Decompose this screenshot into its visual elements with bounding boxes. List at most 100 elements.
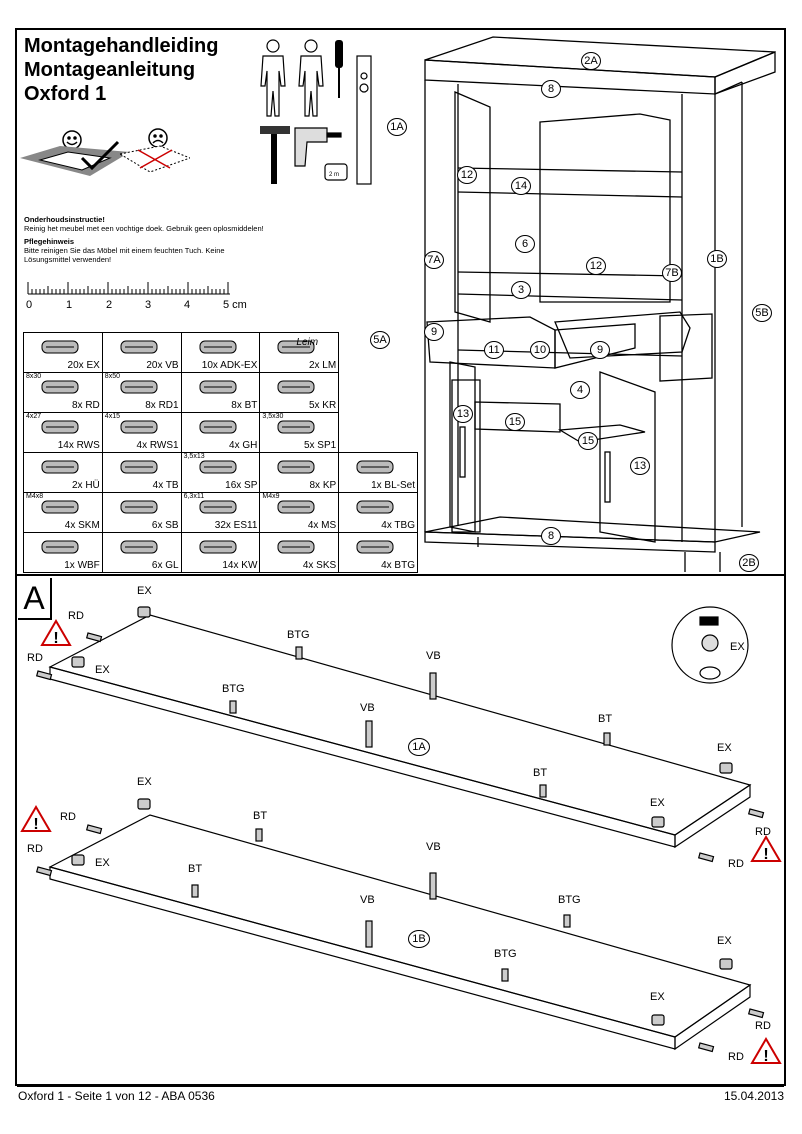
- part-cell: 20x EX: [23, 332, 103, 373]
- part-cell: 1x WBF: [23, 532, 103, 573]
- blinds-set-icon: [356, 460, 394, 474]
- cabinet-overview-drawing: [424, 36, 776, 572]
- glide-rail-icon: [120, 540, 158, 554]
- cam-lock-icon: [41, 340, 79, 354]
- part-count: 4x SKM: [64, 520, 100, 531]
- part-spec: 8x50: [104, 373, 120, 380]
- part-count: 8x BT: [231, 400, 258, 411]
- part-count: 4x BTG: [381, 560, 415, 571]
- fitting-label: EX: [137, 585, 152, 597]
- step-letter: A: [18, 578, 52, 620]
- callout-c15_a: 15: [505, 413, 525, 431]
- metric-screw-icon: [277, 500, 315, 514]
- callout-c8_bot: 8: [541, 527, 561, 545]
- glass-holder-icon: [199, 420, 237, 434]
- callout-c4: 4: [570, 381, 590, 399]
- title-line-model: Oxford 1: [24, 83, 107, 105]
- shelf-pin-icon: [199, 380, 237, 394]
- part-count: 1x WBF: [64, 560, 100, 571]
- short-screw-icon: [120, 420, 158, 434]
- footer-rule: [17, 1086, 784, 1087]
- part-count: 14x KW: [222, 560, 258, 571]
- fitting-label: VB: [360, 894, 375, 906]
- part-count: 1x BL-Set: [371, 480, 415, 491]
- part-count: 20x VB: [146, 360, 179, 371]
- callout-c1a: 1A: [387, 118, 407, 136]
- title-line-nl: Montagehandleiding: [24, 35, 219, 57]
- part-cell: M4x9 4x MS: [259, 492, 340, 533]
- part-count: 2x HÜ: [72, 480, 100, 491]
- screwdriver-icon: [335, 40, 343, 98]
- part-spec: 3,5x13: [183, 453, 205, 460]
- fitting-label: BT: [253, 810, 268, 822]
- part-count: 4x MS: [307, 520, 337, 531]
- callout-c9_b: 9: [590, 341, 610, 359]
- fitting-label: RD: [68, 610, 84, 622]
- callout-c9_a: 9: [424, 323, 444, 341]
- person-icon: [260, 39, 286, 117]
- part-cell: 8x KP: [259, 452, 340, 493]
- sleeve-icon: [41, 460, 79, 474]
- part-cell: 4x TBG: [338, 492, 418, 533]
- callout-c10: 10: [530, 341, 550, 359]
- ex-detail-icon: [671, 606, 749, 684]
- svg-text:!: !: [53, 630, 58, 647]
- ruler-label-5: 5 cm: [223, 299, 247, 311]
- part-cell: 5x KR: [259, 372, 340, 413]
- panel-1b: [48, 814, 752, 1038]
- fitting-label: RD: [27, 652, 43, 664]
- callout-c12_b: 12: [586, 257, 606, 275]
- glue-tube-icon: [277, 340, 315, 354]
- fitting-label: RD: [755, 1020, 771, 1032]
- callout-c5b: 5B: [752, 304, 772, 322]
- care-text-de-2: Lösungsmittel verwenden!: [24, 255, 112, 264]
- fitting-label: EX: [717, 935, 732, 947]
- part-cell: 6x SB: [101, 492, 182, 533]
- fitting-label: BT: [188, 863, 203, 875]
- part-spec: M4x9: [262, 493, 280, 500]
- fitting-label: EX: [95, 664, 110, 676]
- drawer-runner-icon: [277, 540, 315, 554]
- callout-c12_a: 12: [457, 166, 477, 184]
- part-count: 8x RD1: [145, 400, 179, 411]
- wedge-block-icon: [120, 500, 158, 514]
- connector-bolt-icon: [120, 340, 158, 354]
- fitting-label: RD: [728, 858, 744, 870]
- shelf-support-icon: [356, 540, 394, 554]
- ruler-label-4: 4: [184, 299, 191, 311]
- footer-left: Oxford 1 - Seite 1 von 12 - ABA 0536: [18, 1089, 215, 1103]
- fitting-label: RD: [755, 826, 771, 838]
- fitting-label: BTG: [494, 948, 517, 960]
- callout-c13_a: 13: [453, 405, 473, 423]
- part-cell: 1x BL-Set: [338, 452, 418, 493]
- machine-screw-icon: [41, 500, 79, 514]
- tape-measure-label: 2 m: [329, 172, 339, 178]
- sad-face-icon: [148, 128, 168, 148]
- part-cell: 3,5x13 16x SP: [180, 452, 261, 493]
- dowel-icon: [41, 380, 79, 394]
- part-count: 6x SB: [151, 520, 179, 531]
- svg-text:!: !: [763, 846, 768, 863]
- part-count: 8x KP: [309, 480, 337, 491]
- part-count: 4x TBG: [381, 520, 415, 531]
- door-bracket-icon: [356, 500, 394, 514]
- part-count: 16x SP: [225, 480, 258, 491]
- ex-detail-label: EX: [730, 641, 745, 653]
- part-spec: 8x30: [26, 373, 42, 380]
- fitting-label: EX: [650, 797, 665, 809]
- long-dowel-icon: [120, 380, 158, 394]
- fitting-label: RD: [728, 1051, 744, 1063]
- warning-icon: [20, 619, 782, 1064]
- chipboard-screw-icon: [277, 420, 315, 434]
- callout-c1b: 1B: [707, 250, 727, 268]
- part-extra-label: Leim: [296, 337, 319, 348]
- step-a-panels-drawing: !! !!: [20, 606, 782, 1065]
- plastic-foot-icon: [277, 380, 315, 394]
